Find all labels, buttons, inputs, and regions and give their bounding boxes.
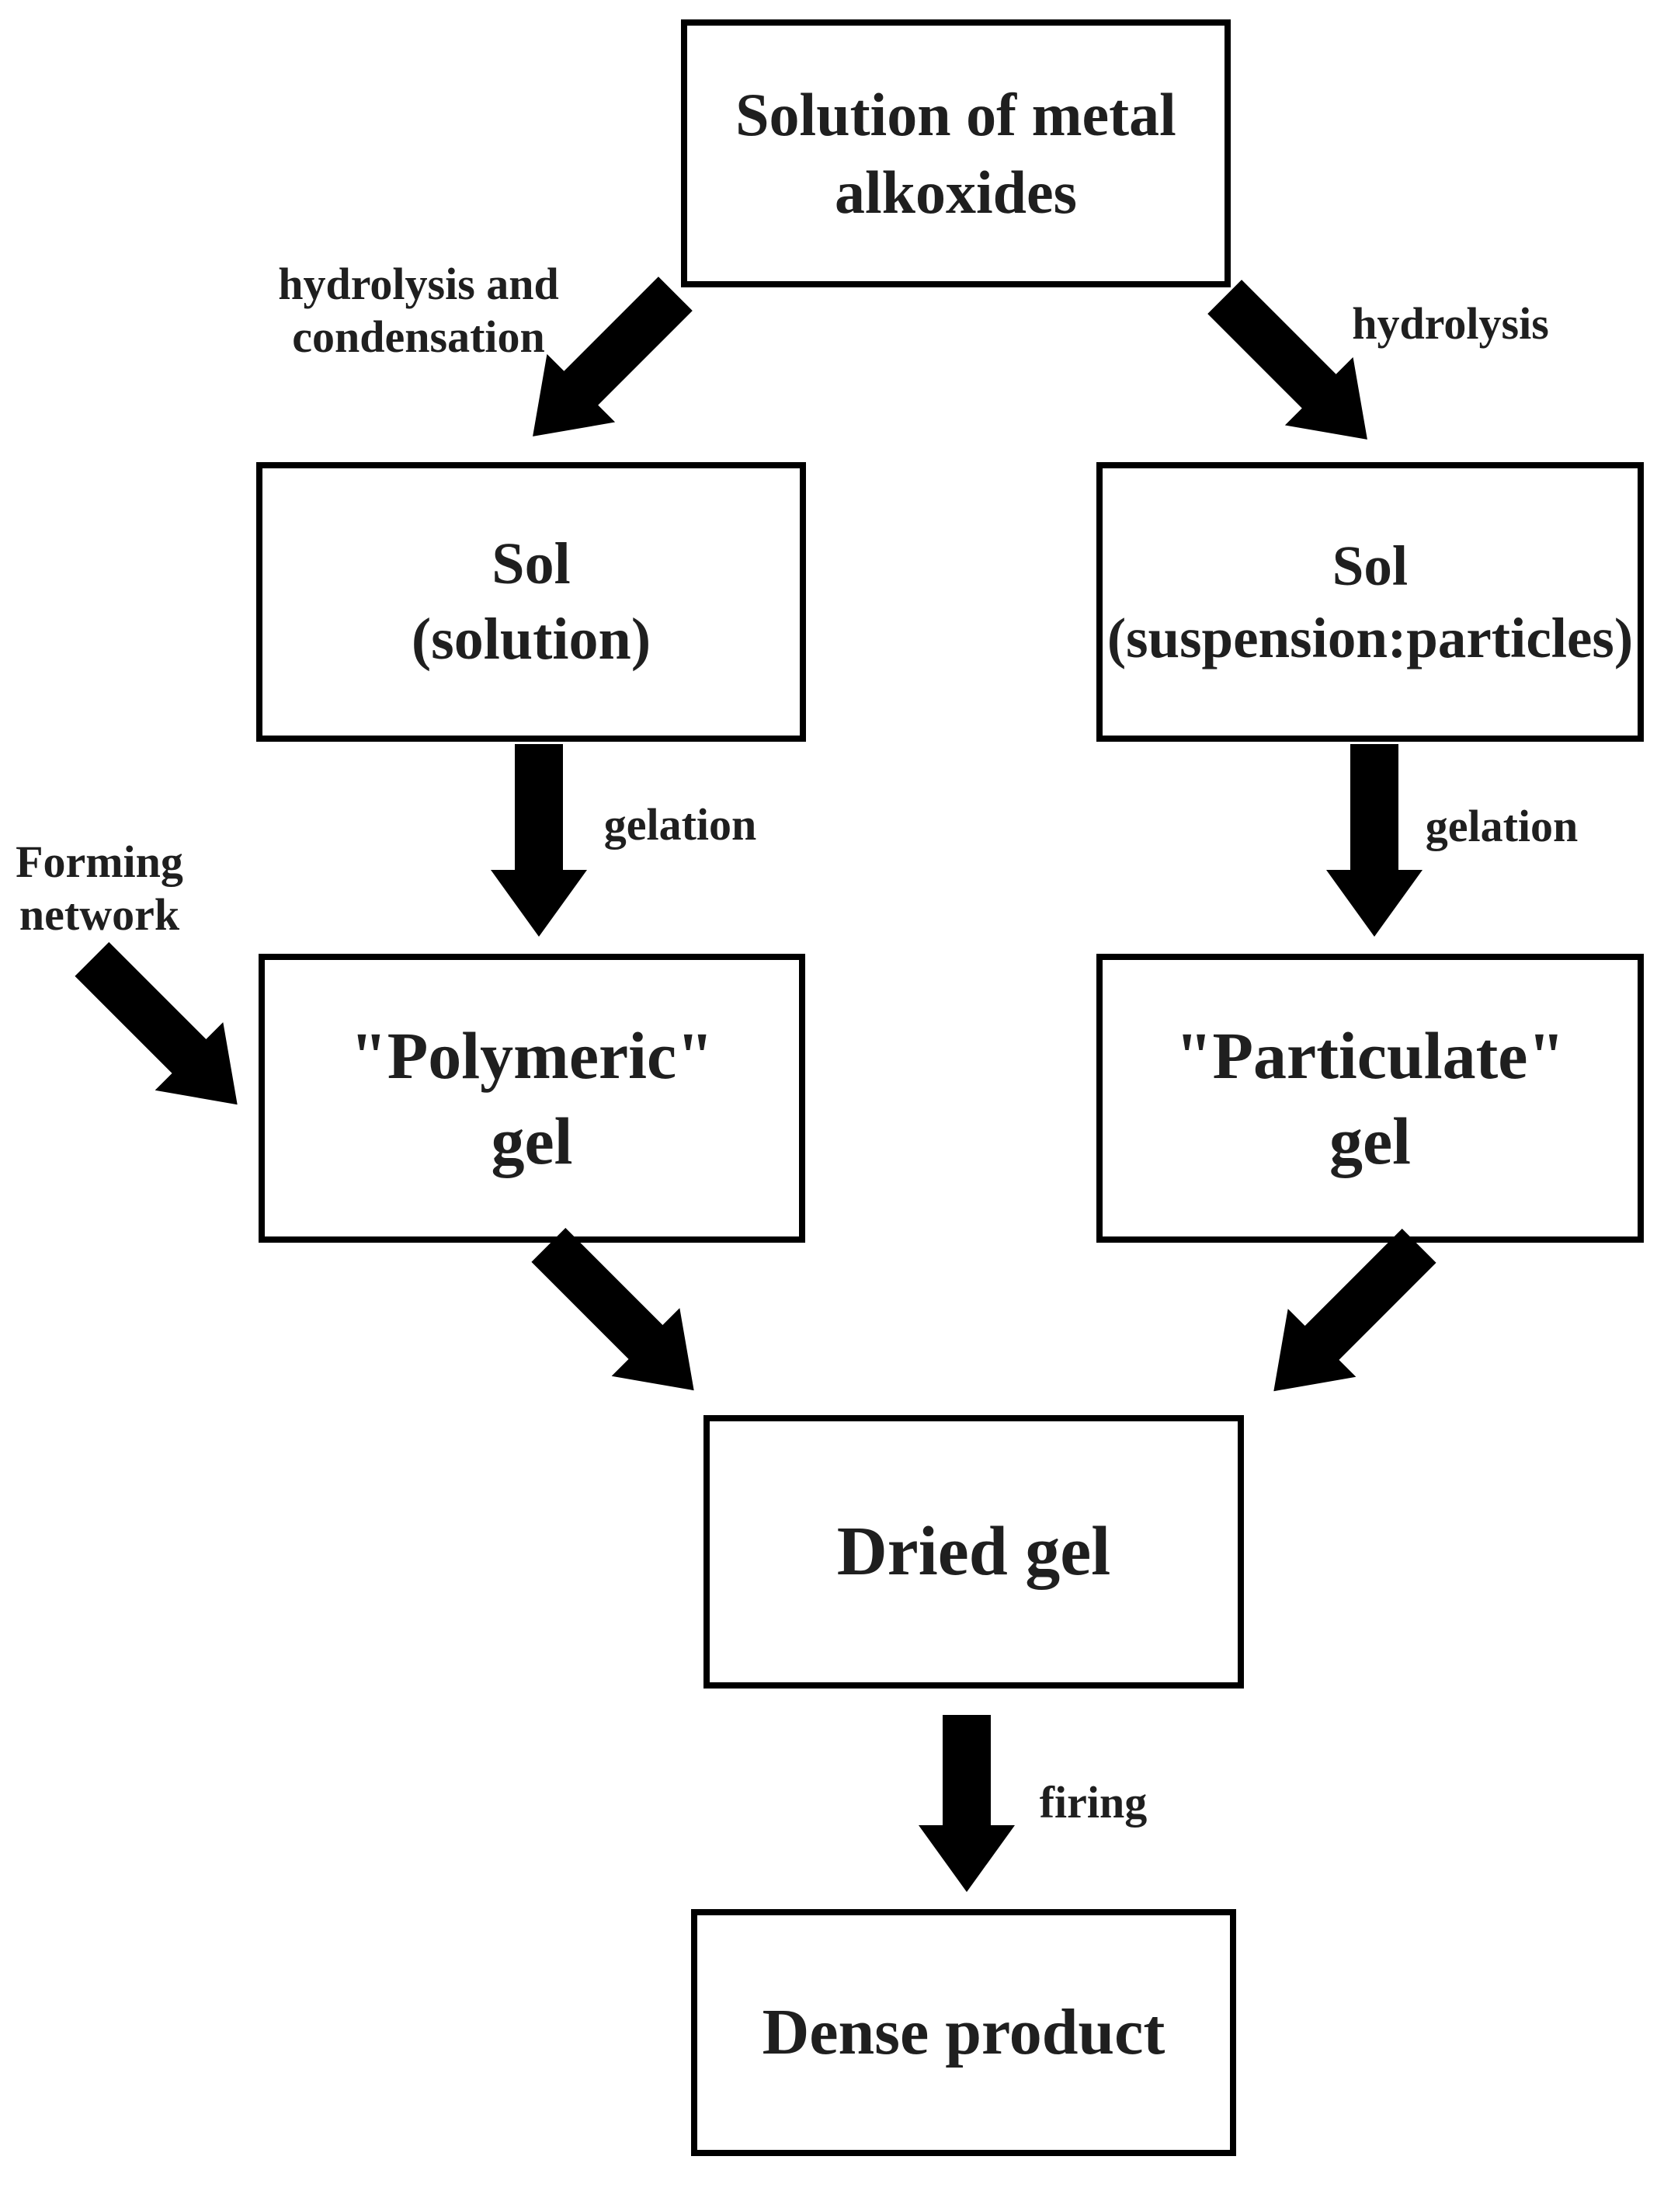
arrow-forming-network-down-right-icon [57, 925, 271, 1139]
firing-label: firing [1039, 1777, 1148, 1828]
node-label-line: Sol [492, 530, 571, 596]
node-label-line: Sol [1332, 534, 1409, 597]
node-label-line: alkoxides [834, 158, 1078, 226]
arrow-gelation-right-down-icon [1326, 744, 1423, 937]
node-sol-solution: Sol (solution) [256, 462, 806, 742]
node-label-line: (solution) [411, 607, 651, 672]
node-label-line: "Polymeric" [350, 1017, 714, 1093]
node-label-line: Dried gel [836, 1513, 1111, 1591]
label-line: condensation [292, 311, 545, 363]
arrow-firing-down-icon [919, 1715, 1015, 1892]
node-solution-of-metal-alkoxides: Solution of metal alkoxides [681, 19, 1231, 287]
node-label-line: "Particulate" [1175, 1017, 1565, 1093]
arrow-polymeric-to-dried-down-right-icon [514, 1211, 728, 1424]
forming-network-label: Forming network [0, 836, 255, 942]
arrow-particulate-to-dried-down-left-icon [1239, 1212, 1453, 1425]
node-dense-product: Dense product [691, 1909, 1236, 2156]
arrow-gelation-left-down-icon [491, 744, 587, 937]
label-line: network [19, 889, 180, 941]
node-particulate-gel: "Particulate" gel [1096, 954, 1644, 1243]
gelation-right-label: gelation [1425, 801, 1579, 851]
node-label-line: gel [491, 1104, 573, 1178]
node-label-line: Solution of metal [735, 80, 1176, 148]
arrow-hydrolysis-down-right-icon [1190, 263, 1402, 474]
arrow-hydrolysis-condensation-down-left-icon [498, 259, 710, 471]
node-sol-suspension-particles: Sol (suspension:particles) [1096, 462, 1644, 742]
node-label-line: Dense product [762, 1996, 1165, 2069]
hydrolysis-label: hydrolysis [1352, 298, 1549, 349]
node-polymeric-gel: "Polymeric" gel [259, 954, 805, 1243]
hydrolysis-condensation-label: hydrolysis and condensation [263, 258, 574, 364]
gelation-left-label: gelation [603, 799, 757, 850]
label-line: Forming [16, 836, 183, 887]
label-line: hydrolysis and [278, 259, 559, 309]
node-label-line: (suspension:particles) [1106, 607, 1634, 670]
node-dried-gel: Dried gel [703, 1415, 1244, 1689]
node-label-line: gel [1329, 1104, 1412, 1178]
